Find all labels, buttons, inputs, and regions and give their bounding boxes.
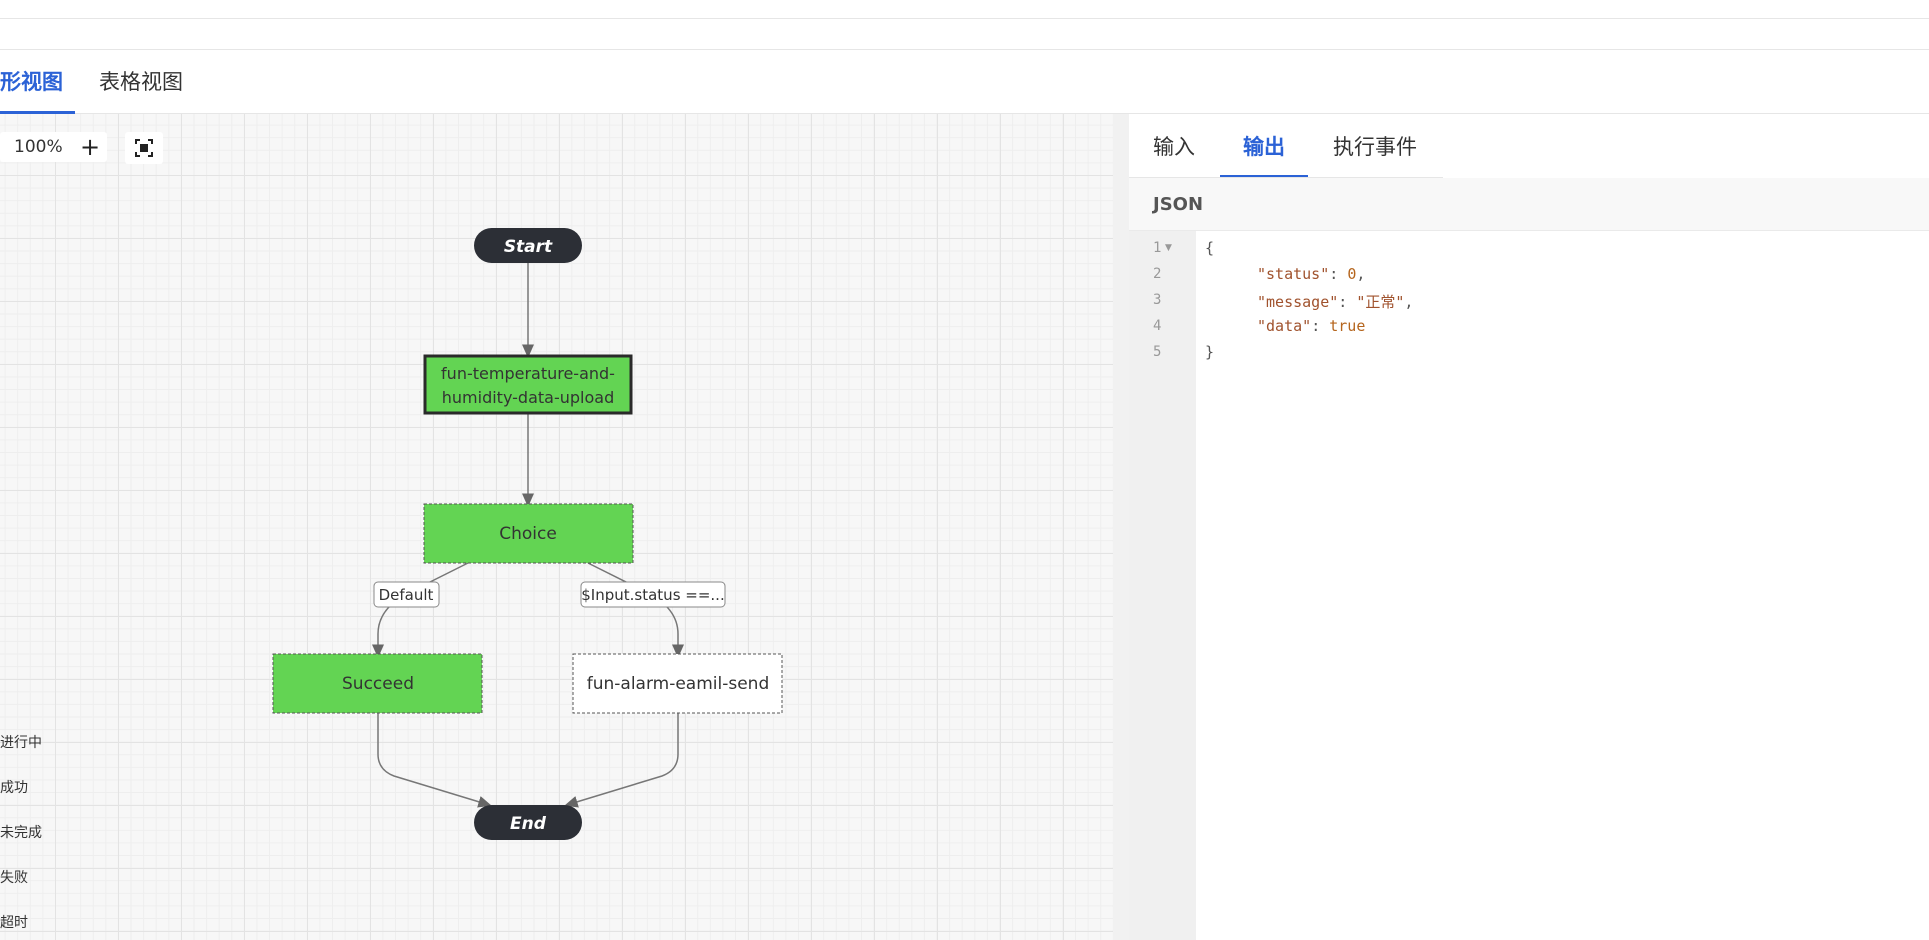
tab-graph-view[interactable]: 形视图 xyxy=(0,50,75,114)
edge-succeed-end xyxy=(377,713,492,808)
code-line: } xyxy=(1205,343,1215,361)
zoom-control: 100% + xyxy=(0,132,107,162)
succeed-node[interactable]: Succeed xyxy=(272,653,483,714)
tab-execution-events[interactable]: 执行事件 xyxy=(1333,135,1417,159)
fit-view-button[interactable] xyxy=(125,132,163,164)
top-bar xyxy=(0,0,1929,19)
svg-text:fun-temperature-and-: fun-temperature-and- xyxy=(441,364,615,383)
tab-input[interactable]: 输入 xyxy=(1153,135,1195,159)
sub-bar xyxy=(0,19,1929,50)
tab-table-view[interactable]: 表格视图 xyxy=(99,70,183,94)
line-number: 3 xyxy=(1153,292,1162,308)
edge-alarm-end xyxy=(564,713,679,808)
svg-text:End: End xyxy=(510,814,547,834)
choice-node[interactable]: Choice xyxy=(423,503,634,564)
code-line: "status": 0, xyxy=(1257,265,1366,283)
flow-canvas[interactable]: 100% + Start fun-temperature-and- xyxy=(0,114,1113,940)
svg-text:fun-alarm-eamil-send: fun-alarm-eamil-send xyxy=(587,674,770,694)
flow-diagram: Start fun-temperature-and- humidity-data… xyxy=(272,228,783,840)
panel-divider xyxy=(1113,114,1129,940)
format-label: JSON xyxy=(1153,194,1204,215)
code-line: "data": true xyxy=(1257,317,1366,335)
line-number: 5 xyxy=(1153,344,1162,360)
zoom-level: 100% xyxy=(14,137,63,157)
legend-incomplete: 未完成 xyxy=(0,825,42,841)
line-gutter: 1 ▼ 2 3 4 5 xyxy=(1129,231,1196,940)
edge-label-condition: $Input.status ==... xyxy=(580,581,726,608)
code-line: "message": "正常", xyxy=(1257,293,1414,311)
legend-timeout: 超时 xyxy=(0,915,28,931)
fold-arrow-icon[interactable]: ▼ xyxy=(1165,243,1172,253)
line-number: 1 xyxy=(1153,240,1162,256)
legend-success: 成功 xyxy=(0,780,28,796)
line-number: 4 xyxy=(1153,318,1162,334)
task-node-upload[interactable]: fun-temperature-and- humidity-data-uploa… xyxy=(423,354,633,415)
end-node[interactable]: End xyxy=(474,805,582,840)
json-editor[interactable]: 1 ▼ 2 3 4 5 { "status": 0, "message": "正… xyxy=(1129,231,1929,940)
svg-text:Default: Default xyxy=(379,586,434,604)
start-node[interactable]: Start xyxy=(474,228,582,263)
legend-running: 进行中 xyxy=(0,735,42,751)
svg-text:humidity-data-upload: humidity-data-upload xyxy=(442,388,614,407)
view-tabs: 形视图 表格视图 xyxy=(0,50,1929,114)
code-line: { xyxy=(1205,239,1215,257)
tab-output[interactable]: 输出 xyxy=(1220,114,1308,178)
detail-panel: 输入 输出 执行事件 JSON 1 ▼ 2 3 4 5 { "status": … xyxy=(1129,114,1929,940)
tabs-underline xyxy=(1129,177,1443,178)
json-header: JSON xyxy=(1129,178,1929,231)
edge-label-default: Default xyxy=(373,581,440,608)
svg-text:Succeed: Succeed xyxy=(342,674,414,694)
line-number: 2 xyxy=(1153,266,1162,282)
legend-failed: 失败 xyxy=(0,870,28,886)
svg-text:$Input.status ==...: $Input.status ==... xyxy=(581,586,724,604)
svg-text:Start: Start xyxy=(504,237,553,257)
zoom-in-button[interactable]: + xyxy=(80,133,101,161)
fit-screen-icon xyxy=(135,139,153,157)
task-node-alarm[interactable]: fun-alarm-eamil-send xyxy=(572,653,783,714)
svg-text:Choice: Choice xyxy=(499,524,557,544)
panel-tabs: 输入 输出 执行事件 xyxy=(1129,114,1929,178)
